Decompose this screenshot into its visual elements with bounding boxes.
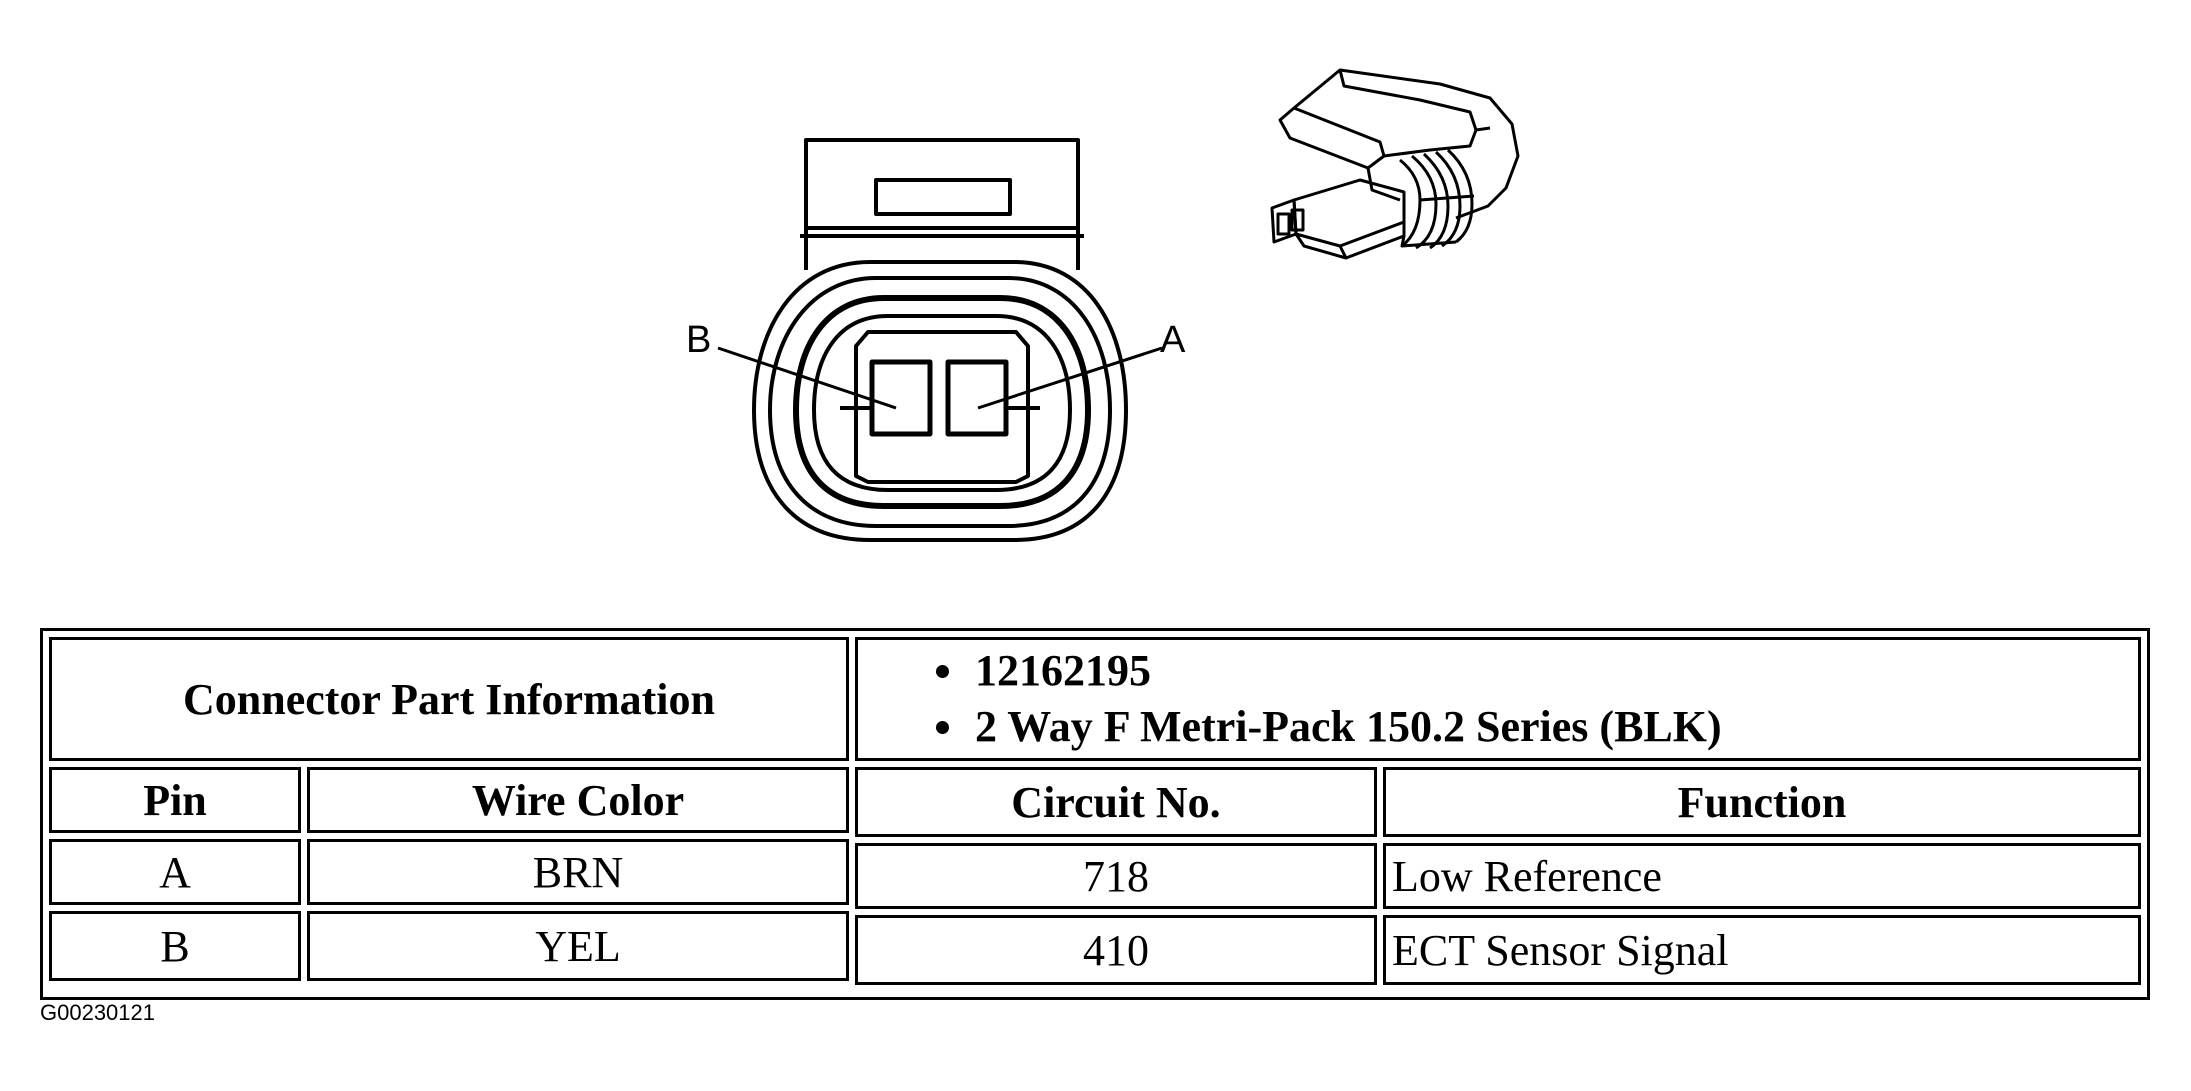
column-header-text: Pin: [143, 775, 207, 825]
cell-text: 718: [1083, 851, 1149, 901]
part-info-header: Connector Part Information: [49, 637, 849, 761]
part-number: 12162195: [975, 646, 1151, 695]
column-header-wire-color: Wire Color: [307, 767, 849, 833]
part-description: 2 Way F Metri-Pack 150.2 Series (BLK): [975, 702, 1722, 751]
connector-diagram: B A: [686, 68, 1520, 542]
bullet-icon: [936, 720, 949, 734]
cell-text: 410: [1083, 925, 1149, 975]
part-info-header-text: Connector Part Information: [183, 674, 715, 724]
cell-text: ECT Sensor Signal: [1392, 925, 1729, 975]
column-header-text: Wire Color: [471, 775, 685, 825]
cell-text: BRN: [532, 847, 624, 897]
table-row-b-circuit: 410: [855, 915, 1377, 985]
connector-table: Connector Part Information 12162195 2 Wa…: [40, 628, 2150, 1000]
cell-text: YEL: [535, 921, 621, 971]
connector-face-view: [717, 138, 1163, 542]
column-header-circuit: Circuit No.: [855, 767, 1377, 837]
part-info-item: 12162195: [936, 643, 1151, 699]
table-row-a-function: Low Reference: [1383, 843, 2141, 909]
table-row-b-function: ECT Sensor Signal: [1383, 915, 2141, 985]
column-header-pin: Pin: [49, 767, 301, 833]
connector-isometric-view: [1270, 68, 1520, 260]
column-header-text: Circuit No.: [1011, 777, 1221, 827]
figure-code: G00230121: [40, 1000, 155, 1025]
column-header-function: Function: [1383, 767, 2141, 837]
pin-label-a: A: [1160, 319, 1186, 361]
part-info-cell: 12162195 2 Way F Metri-Pack 150.2 Series…: [855, 637, 2141, 761]
cell-text: Low Reference: [1392, 851, 1662, 901]
table-row-a-wire-color: BRN: [307, 839, 849, 905]
pin-label-b: B: [686, 319, 711, 361]
table-row-a-pin: A: [49, 839, 301, 905]
table-row-b-wire-color: YEL: [307, 911, 849, 981]
table-row-b-pin: B: [49, 911, 301, 981]
cell-text: B: [160, 921, 190, 971]
part-info-item: 2 Way F Metri-Pack 150.2 Series (BLK): [936, 699, 1722, 755]
column-header-text: Function: [1677, 777, 1847, 827]
cell-text: A: [159, 847, 191, 897]
table-row-a-circuit: 718: [855, 843, 1377, 909]
bullet-icon: [936, 664, 949, 678]
